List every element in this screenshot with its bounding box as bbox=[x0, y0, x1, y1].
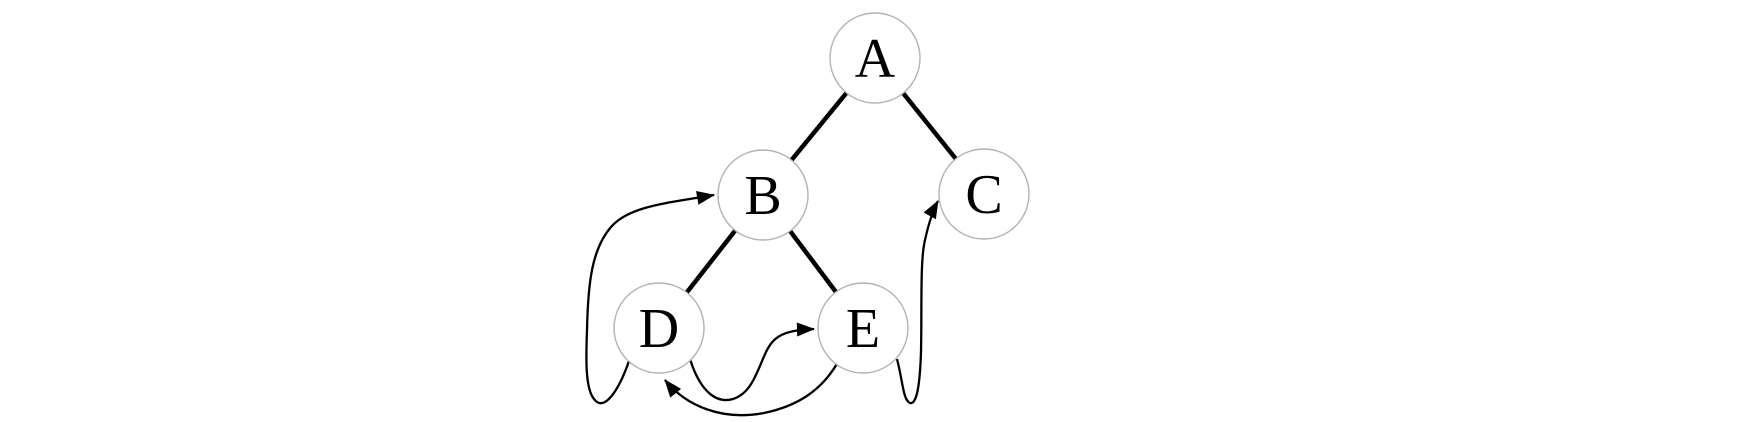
node-label-A: A bbox=[855, 28, 896, 90]
node-circle-C bbox=[938, 148, 1030, 240]
node-label-D: D bbox=[639, 298, 679, 360]
graph-node-A: A bbox=[829, 12, 921, 104]
graph-node-C: C bbox=[938, 148, 1030, 240]
graph-node-B: B bbox=[717, 149, 809, 241]
arrow-edge-D-B bbox=[585, 191, 715, 405]
graph-node-E: E bbox=[817, 282, 909, 374]
node-label-E: E bbox=[846, 298, 880, 360]
node-label-B: B bbox=[744, 165, 781, 227]
graph-node-D: D bbox=[613, 282, 705, 374]
node-circle-B bbox=[717, 149, 809, 241]
node-circle-D bbox=[613, 282, 705, 374]
node-circle-E bbox=[817, 282, 909, 374]
arrow-edge-D-E bbox=[688, 322, 815, 402]
arrow-edge-E-D bbox=[664, 361, 839, 417]
arrow-edge-E-C bbox=[895, 200, 940, 405]
node-label-C: C bbox=[965, 164, 1002, 226]
node-circle-A bbox=[829, 12, 921, 104]
